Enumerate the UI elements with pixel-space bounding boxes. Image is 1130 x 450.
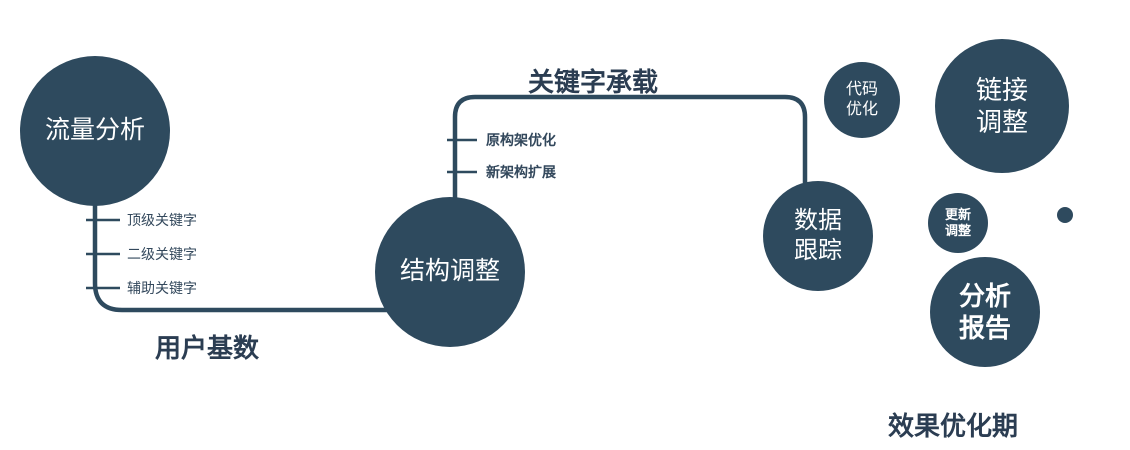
node-analysis-report: 分析 报告 [930,257,1040,367]
node-traffic-analysis: 流量分析 [20,56,170,206]
node-link-adjust: 链接 调整 [935,39,1069,173]
node-update-adjust-line1: 更新 [944,206,971,222]
node-analysis-report-line2: 报告 [958,313,1011,343]
node-structure-adjust-label: 结构调整 [399,257,500,286]
node-data-tracking: 数据 跟踪 [763,181,873,291]
connector-traffic-to-structure [92,195,395,313]
tick-label-second-keyword: 二级关键字 [127,246,197,262]
node-update-adjust: 更新 调整 [928,193,988,253]
edge-label-effect-phase: 效果优化期 [888,411,1019,441]
edge-label-keyword-carry: 关键字承载 [528,67,659,97]
node-code-optimize: 代码 优化 [824,62,900,138]
connector-structure-to-tracking [452,94,808,205]
node-data-tracking-line2: 跟踪 [794,237,842,264]
bullet-dot [1057,207,1073,223]
node-link-adjust-line2: 调整 [975,107,1028,137]
node-structure-adjust: 结构调整 [375,197,525,347]
node-link-adjust-line1: 链接 [975,74,1028,105]
node-code-optimize-line1: 代码 [845,81,878,98]
node-analysis-report-line1: 分析 [958,280,1011,311]
tick-label-aux-keyword: 辅助关键字 [127,280,197,296]
tick-label-original-arch: 原构架优化 [486,132,556,148]
node-data-tracking-line1: 数据 [794,207,842,234]
tick-label-new-arch: 新架构扩展 [486,164,556,180]
tick-label-top-keyword: 顶级关键字 [127,212,197,228]
node-code-optimize-line2: 优化 [845,101,878,118]
node-update-adjust-line2: 调整 [944,223,971,238]
edge-label-user-base: 用户基数 [155,333,260,363]
node-traffic-analysis-label: 流量分析 [44,116,145,145]
